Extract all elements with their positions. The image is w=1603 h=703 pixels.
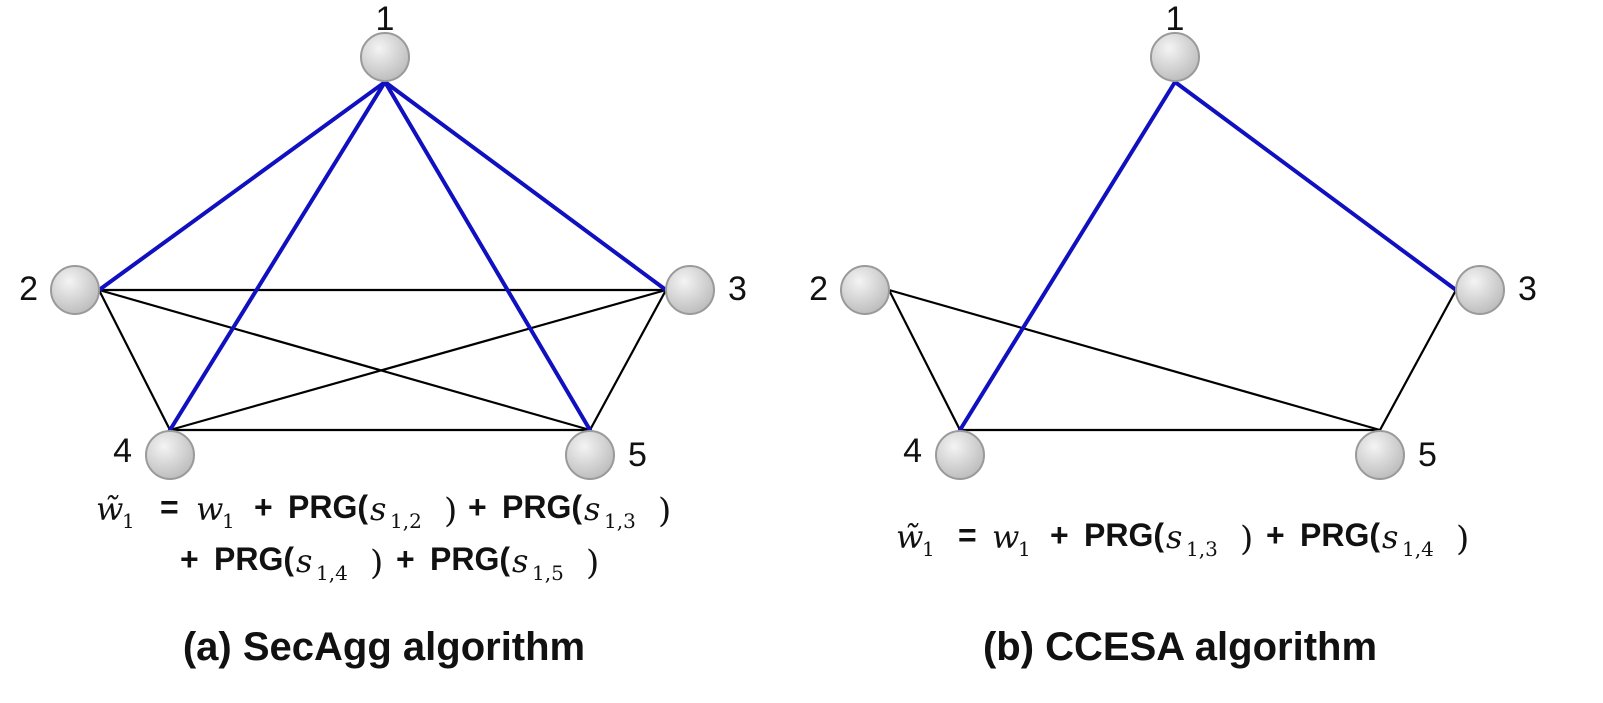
eq-a-prg-4: PRG( (430, 541, 510, 577)
eq-a-close-1: ) (444, 491, 457, 531)
panel-a-edge-3-4 (168, 288, 668, 432)
eq-a-plus-1: + (254, 489, 273, 525)
eq-a-lhs: w̃ (96, 490, 123, 528)
panel-b-edges (887, 80, 1458, 432)
eq-a-close-3: ) (370, 543, 383, 583)
panel-a-edge-2-5 (97, 288, 592, 432)
panel-a-edge-1-5-highlighted (383, 80, 592, 432)
panel-a-edge-1-3-highlighted (383, 80, 668, 292)
panel-a-node-4 (145, 430, 195, 480)
eq-b-prg-1: PRG( (1084, 517, 1164, 553)
panel-a-edges (97, 80, 668, 432)
eq-b-prg-2: PRG( (1300, 517, 1380, 553)
panel-a-node-label-4: 4 (113, 432, 132, 470)
eq-a-plus-4: + (396, 541, 415, 577)
eq-b-close-2: ) (1456, 519, 1469, 559)
panel-a-edge-2-4 (97, 288, 172, 432)
eq-b-plus-1: + (1050, 517, 1069, 553)
panel-b-ccesa: 1 2 3 4 5 w̃ 1 = w 1 + PRG( s 1,3 ) + PRG( s… (809, 0, 1537, 669)
eq-b-w-sub: 1 (1018, 537, 1031, 561)
panel-a-node-1 (360, 32, 410, 82)
panel-a-edge-1-2-highlighted (97, 80, 387, 292)
panel-a-node-5 (565, 430, 615, 480)
panel-a-edge-3-5 (588, 288, 668, 432)
eq-a-plus-3: + (180, 541, 199, 577)
panel-a-node-3 (665, 265, 715, 315)
eq-b-sub-1: 1,3 (1186, 537, 1218, 561)
panel-b-edge-1-3-highlighted (1173, 80, 1458, 292)
eq-a-sub-3: 1,4 (316, 561, 348, 585)
panel-a-node-label-2: 2 (19, 270, 38, 308)
panel-a-secagg: 1 2 3 4 5 w̃ 1 = w 1 + PRG( s 1,2 ) + PRG( s… (19, 0, 747, 669)
eq-a-plus-2: + (468, 489, 487, 525)
panel-a-node-label-5: 5 (628, 436, 647, 474)
panel-b-node-5 (1355, 430, 1405, 480)
panel-a-node-label-1: 1 (376, 0, 395, 38)
eq-b-equals: = (958, 517, 977, 553)
eq-b-lhs-sub: 1 (922, 537, 935, 561)
eq-a-s-2: s (584, 490, 600, 528)
panel-b-edge-2-5 (887, 288, 1382, 432)
panel-b-node-label-4: 4 (903, 432, 922, 470)
eq-b-close-1: ) (1240, 519, 1253, 559)
eq-a-prg-3: PRG( (214, 541, 294, 577)
panel-a-caption: (a) SecAgg algorithm (183, 625, 585, 669)
panel-b-equation: w̃ 1 = w 1 + PRG( s 1,3 ) + PRG( s 1,4 ) (896, 517, 1469, 561)
panel-b-edge-3-5 (1378, 288, 1458, 432)
eq-b-w: w (992, 518, 1019, 556)
eq-a-prg-2: PRG( (502, 489, 582, 525)
panel-a-equation: w̃ 1 = w 1 + PRG( s 1,2 ) + PRG( s 1,3 )… (96, 489, 671, 585)
eq-a-equals: = (160, 489, 179, 525)
panel-b-node-4 (935, 430, 985, 480)
panel-a-nodes: 1 2 3 4 5 (19, 0, 747, 480)
panel-b-caption: (b) CCESA algorithm (983, 625, 1377, 669)
eq-b-sub-2: 1,4 (1402, 537, 1434, 561)
panel-b-node-2 (840, 265, 890, 315)
eq-a-sub-4: 1,5 (532, 561, 564, 585)
panel-b-node-1 (1150, 32, 1200, 82)
eq-b-lhs: w̃ (896, 518, 923, 556)
panel-b-edge-1-4-highlighted (958, 80, 1177, 432)
panel-a-node-2 (50, 265, 100, 315)
panel-b-node-3 (1455, 265, 1505, 315)
eq-a-w-sub: 1 (222, 509, 235, 533)
panel-b-node-label-5: 5 (1418, 436, 1437, 474)
eq-a-prg-1: PRG( (288, 489, 368, 525)
eq-a-w: w (196, 490, 223, 528)
eq-b-s-1: s (1166, 518, 1182, 556)
eq-a-lhs-sub: 1 (122, 509, 135, 533)
panel-a-node-label-3: 3 (728, 270, 747, 308)
eq-a-sub-2: 1,3 (604, 509, 636, 533)
eq-b-s-2: s (1382, 518, 1398, 556)
panel-b-nodes: 1 2 3 4 5 (809, 0, 1537, 480)
panel-a-edge-1-4-highlighted (168, 80, 387, 432)
eq-a-close-4: ) (586, 543, 599, 583)
panel-b-node-label-3: 3 (1518, 270, 1537, 308)
eq-a-sub-1: 1,2 (390, 509, 422, 533)
panel-b-edge-2-4 (887, 288, 962, 432)
eq-a-close-2: ) (658, 491, 671, 531)
eq-a-s-1: s (370, 490, 386, 528)
eq-a-s-3: s (296, 542, 312, 580)
eq-a-s-4: s (512, 542, 528, 580)
eq-b-plus-2: + (1266, 517, 1285, 553)
panel-b-node-label-1: 1 (1166, 0, 1185, 38)
panel-b-node-label-2: 2 (809, 270, 828, 308)
